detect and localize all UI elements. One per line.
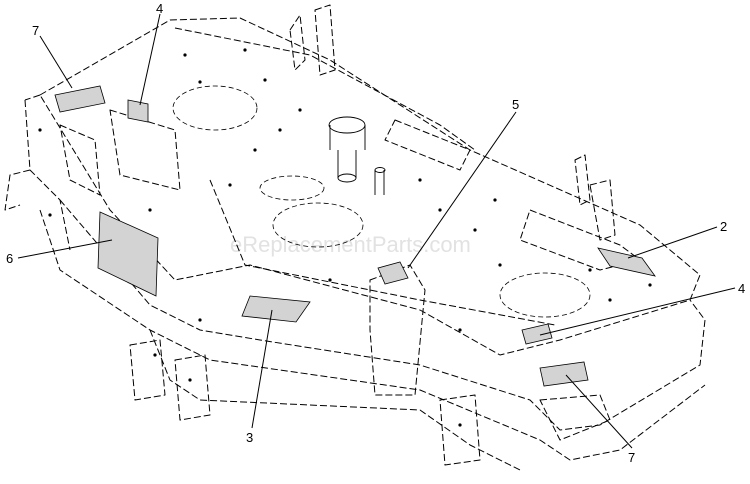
idler-post bbox=[329, 125, 366, 150]
front-left-caster-arm bbox=[129, 339, 166, 401]
decal-item-4-right bbox=[521, 323, 553, 345]
center-cover-plate bbox=[259, 175, 325, 201]
leader-7-top bbox=[39, 35, 73, 89]
idler-post-top bbox=[328, 116, 366, 134]
front-center-bracket bbox=[369, 264, 426, 396]
spindle-stub bbox=[337, 150, 357, 178]
left-housing bbox=[109, 109, 181, 191]
deck-rear-edge bbox=[174, 27, 476, 151]
decal-item-4-top bbox=[127, 99, 149, 123]
leader-4-right bbox=[539, 287, 736, 336]
decal-item-7-bottom bbox=[539, 361, 589, 387]
callout-2: 2 bbox=[720, 219, 727, 234]
decal-item-3 bbox=[241, 295, 311, 323]
front-right-caster-arm bbox=[439, 394, 481, 466]
decal-item-6 bbox=[97, 211, 159, 297]
left-spindle-opening bbox=[172, 85, 258, 131]
callout-5: 5 bbox=[512, 97, 519, 112]
decal-item-5 bbox=[377, 261, 409, 285]
leader-2 bbox=[627, 226, 718, 259]
left-bracket bbox=[59, 124, 101, 196]
deck-top-outline bbox=[39, 17, 701, 356]
leader-4-top bbox=[139, 13, 161, 106]
callout-7-top: 7 bbox=[32, 23, 39, 38]
right-spindle-opening bbox=[499, 272, 591, 318]
leader-6 bbox=[17, 239, 113, 259]
front-center-caster-arm bbox=[174, 354, 211, 421]
left-side-skirt bbox=[4, 94, 71, 251]
callout-3: 3 bbox=[246, 430, 253, 445]
deck-inner-edge bbox=[209, 179, 556, 326]
decal-item-7-top bbox=[54, 85, 106, 113]
spindle-stub-base bbox=[337, 173, 357, 183]
leader-5 bbox=[407, 111, 517, 269]
center-spindle-opening bbox=[272, 202, 364, 248]
callout-4-right: 4 bbox=[738, 281, 745, 296]
idler-pin-top bbox=[374, 167, 386, 173]
deck-bottom-edge bbox=[149, 329, 521, 471]
right-channel bbox=[384, 119, 471, 171]
watermark-text: eReplacementParts.com bbox=[230, 232, 471, 257]
deck-front-skirt-lower bbox=[39, 209, 706, 461]
leader-7-bottom bbox=[565, 374, 633, 449]
callout-4-top: 4 bbox=[156, 1, 163, 16]
decal-item-2 bbox=[597, 247, 656, 277]
deck-front-skirt bbox=[59, 199, 706, 431]
callout-6: 6 bbox=[6, 251, 13, 266]
rear-mount-bracket-right bbox=[574, 154, 616, 241]
front-right-skid bbox=[539, 394, 611, 441]
rear-mount-bracket-left bbox=[289, 4, 336, 76]
idler-pin bbox=[374, 170, 385, 195]
leader-3 bbox=[251, 309, 273, 429]
mounting-holes bbox=[38, 48, 652, 427]
callout-7-bottom: 7 bbox=[628, 450, 635, 465]
